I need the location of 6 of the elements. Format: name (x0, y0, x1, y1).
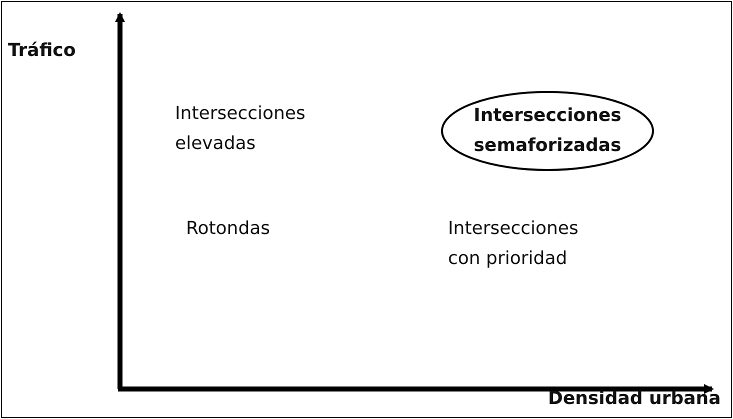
quadrant-label: Intersecciones elevadas (175, 102, 306, 156)
circled-label: Intersecciones semaforizadas (440, 90, 655, 172)
axis-title: Densidad urbana (548, 387, 722, 411)
quadrant-label: Intersecciones con prioridad (448, 217, 580, 271)
axis-title: Tráfico (8, 39, 77, 63)
quadrant-label: Rotondas (186, 217, 272, 241)
